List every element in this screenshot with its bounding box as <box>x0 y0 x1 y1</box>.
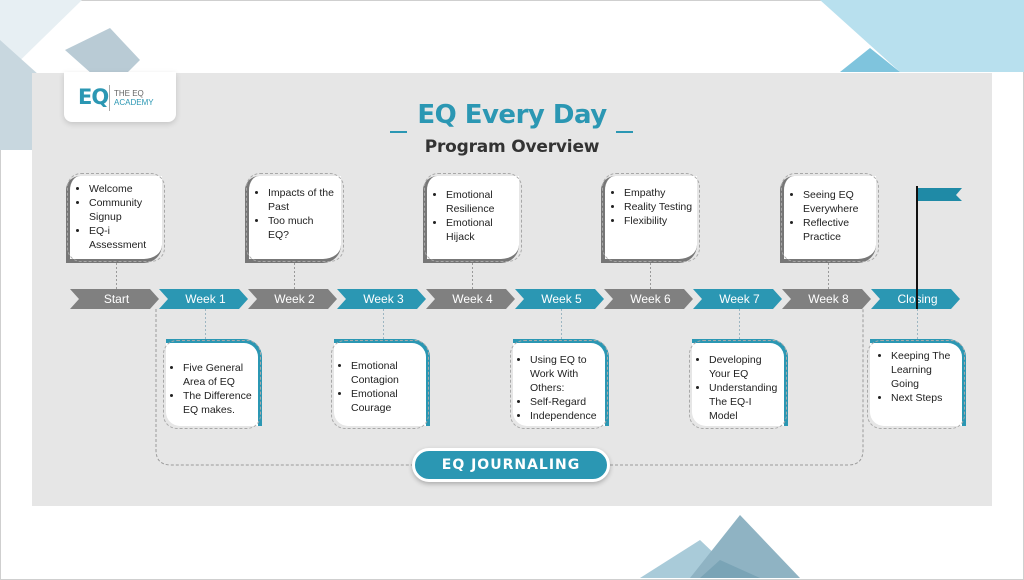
card-list: Empathy Reality Testing Flexibility <box>607 186 693 228</box>
bottom-card-week3: Emotional Contagion Emotional Courage <box>331 339 430 429</box>
card-list: Developing Your EQ Understanding The EQ-… <box>692 353 780 423</box>
list-item: Flexibility <box>624 214 693 228</box>
card-list: Emotional Contagion Emotional Courage <box>334 359 422 415</box>
page-subtitle: Program Overview <box>424 137 600 157</box>
timeline-chevron <box>248 289 337 309</box>
list-item: Impacts of the Past <box>268 186 337 214</box>
timeline-label: Week 5 <box>541 292 582 306</box>
top-card-week6: Empathy Reality Testing Flexibility <box>601 173 700 263</box>
top-card-week4: Emotional Resilience Emotional Hijack <box>423 173 522 263</box>
list-item: Emotional Hijack <box>446 216 515 244</box>
list-item: Emotional Resilience <box>446 188 515 216</box>
timeline-label: Week 7 <box>719 292 760 306</box>
timeline-chevron <box>871 289 960 309</box>
list-item: Empathy <box>624 186 693 200</box>
card-list: Five General Area of EQ The Difference E… <box>166 361 254 417</box>
list-item: Reflective Practice <box>803 216 872 244</box>
list-item: Developing Your EQ <box>709 353 780 381</box>
timeline-chevron <box>693 289 782 309</box>
list-item: Understanding The EQ-I Model <box>709 381 780 423</box>
timeline-chevron <box>604 289 693 309</box>
list-item: The Difference EQ makes. <box>183 389 254 417</box>
logo-card: EQ THE EQ ACADEMY <box>64 72 176 122</box>
bottom-card-week7: Developing Your EQ Understanding The EQ-… <box>689 339 788 429</box>
list-item: Welcome <box>89 182 158 196</box>
list-item: EQ-i Assessment <box>89 224 158 252</box>
timeline-label: Week 3 <box>363 292 404 306</box>
top-card-week2: Impacts of the Past Too much EQ? <box>245 173 344 263</box>
list-item: Next Steps <box>891 391 958 405</box>
bottom-card-week1: Five General Area of EQ The Difference E… <box>163 339 262 429</box>
timeline-label: Week 1 <box>185 292 226 306</box>
list-item: Keeping The Learning Going <box>891 349 958 391</box>
timeline-label: Start <box>104 292 130 306</box>
timeline-label: Week 6 <box>630 292 671 306</box>
bottom-card-week5: Using EQ to Work With Others: Self-Regar… <box>510 339 609 429</box>
logo-mark: EQ <box>78 85 109 109</box>
timeline-chevron <box>515 289 604 309</box>
journaling-connector-right <box>610 309 864 466</box>
top-card-week8: Seeing EQ Everywhere Reflective Practice <box>780 173 879 263</box>
logo-text-line1: THE EQ <box>114 89 144 98</box>
flag-icon <box>918 188 962 201</box>
list-item: Community Signup <box>89 196 158 224</box>
list-item: Independence <box>530 409 603 423</box>
card-list: Welcome Community Signup EQ-i Assessment <box>72 182 158 252</box>
card-list: Emotional Resilience Emotional Hijack <box>429 188 515 244</box>
timeline-chevron <box>159 289 248 309</box>
card-list: Using EQ to Work With Others: Self-Regar… <box>513 353 603 423</box>
list-item: Emotional Contagion <box>351 359 422 387</box>
card-list: Seeing EQ Everywhere Reflective Practice <box>786 188 872 244</box>
timeline-label: Week 8 <box>808 292 849 306</box>
list-item: Using EQ to Work With Others: <box>530 353 603 395</box>
title-dash-right <box>616 131 633 133</box>
logo-divider <box>109 85 110 111</box>
top-card-start: Welcome Community Signup EQ-i Assessment <box>66 173 165 263</box>
list-item: Reality Testing <box>624 200 693 214</box>
journaling-connector-left <box>155 309 412 466</box>
page-title: EQ Every Day <box>417 100 607 130</box>
timeline-label: Week 2 <box>274 292 315 306</box>
bottom-card-closing: Keeping The Learning Going Next Steps <box>867 339 966 429</box>
journaling-badge: EQ JOURNALING <box>412 448 610 482</box>
title-dash-left <box>390 131 407 133</box>
card-list: Keeping The Learning Going Next Steps <box>874 349 958 405</box>
list-item: Five General Area of EQ <box>183 361 254 389</box>
list-item: Self-Regard <box>530 395 603 409</box>
list-item: Too much EQ? <box>268 214 337 242</box>
list-item: Seeing EQ Everywhere <box>803 188 872 216</box>
timeline-chevron <box>426 289 515 309</box>
logo-text-line2: ACADEMY <box>114 98 154 107</box>
timeline-chevron <box>337 289 426 309</box>
timeline-chevron <box>782 289 871 309</box>
timeline-chevron <box>70 289 159 309</box>
list-item: Emotional Courage <box>351 387 422 415</box>
timeline-label: Week 4 <box>452 292 493 306</box>
card-list: Impacts of the Past Too much EQ? <box>251 186 337 242</box>
